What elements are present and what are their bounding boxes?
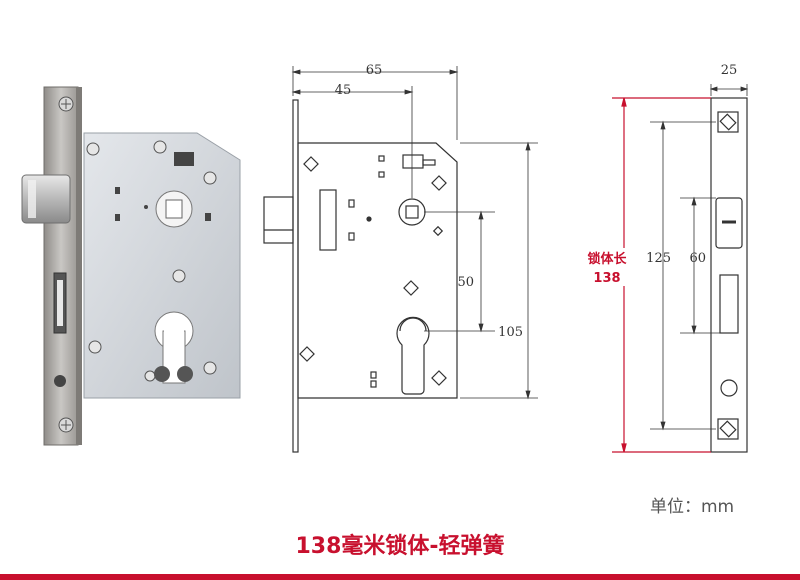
dim-50-label: 50 xyxy=(457,275,474,290)
body-length-value: 138 xyxy=(593,271,620,286)
lock-case-plate xyxy=(83,132,241,399)
front-latch xyxy=(263,196,294,244)
product-caption: 138毫米锁体-轻弹簧 xyxy=(295,534,505,559)
side-latch-slot xyxy=(715,197,743,249)
side-drawing xyxy=(710,97,748,453)
case-screws xyxy=(86,140,217,382)
cylinder-cutout xyxy=(154,311,194,384)
dim-25-label: 25 xyxy=(721,63,738,78)
dim-125-label: 125 xyxy=(646,251,671,266)
dim-60-label: 60 xyxy=(689,251,706,266)
dim-45-label: 45 xyxy=(335,83,352,98)
dim-105-label: 105 xyxy=(498,325,523,340)
front-dimensions xyxy=(291,66,538,400)
front-cylinder-cutout xyxy=(396,316,430,395)
bottom-accent-bar xyxy=(0,574,800,580)
side-dimensions xyxy=(650,84,749,431)
front-case-outline xyxy=(297,142,458,399)
unit-label: 单位：mm xyxy=(650,497,735,517)
front-faceplate xyxy=(292,99,299,453)
lock-photo xyxy=(21,86,241,446)
faceplate xyxy=(43,86,79,446)
front-spindle xyxy=(398,198,426,226)
side-faceplate xyxy=(710,97,748,453)
dim-65-label: 65 xyxy=(366,63,383,78)
front-drawing xyxy=(263,99,458,453)
body-length-label: 锁体长 xyxy=(587,251,627,267)
side-deadbolt-slot xyxy=(719,274,739,334)
